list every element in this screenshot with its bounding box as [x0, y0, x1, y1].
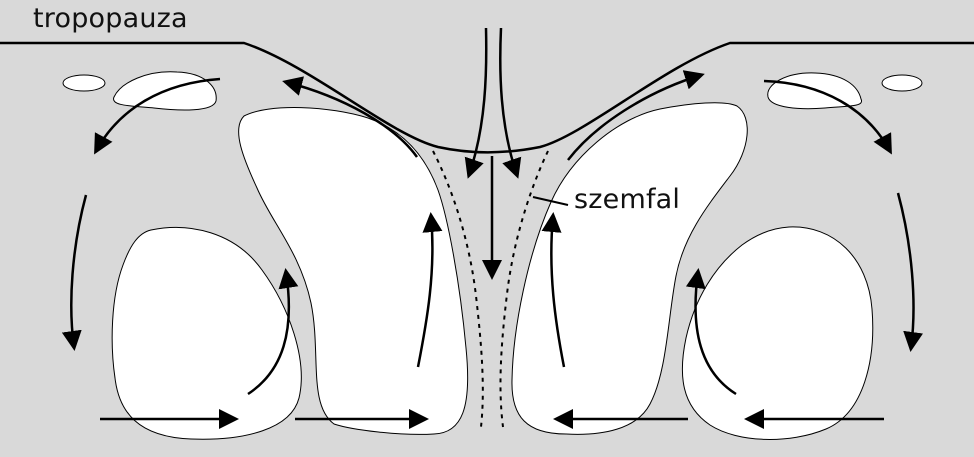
small-cloud-right-1 [882, 75, 922, 91]
small-cloud-left-1 [63, 75, 105, 91]
eyewall-label: szemfal [574, 184, 680, 215]
tropopause-label: tropopauza [33, 3, 188, 34]
